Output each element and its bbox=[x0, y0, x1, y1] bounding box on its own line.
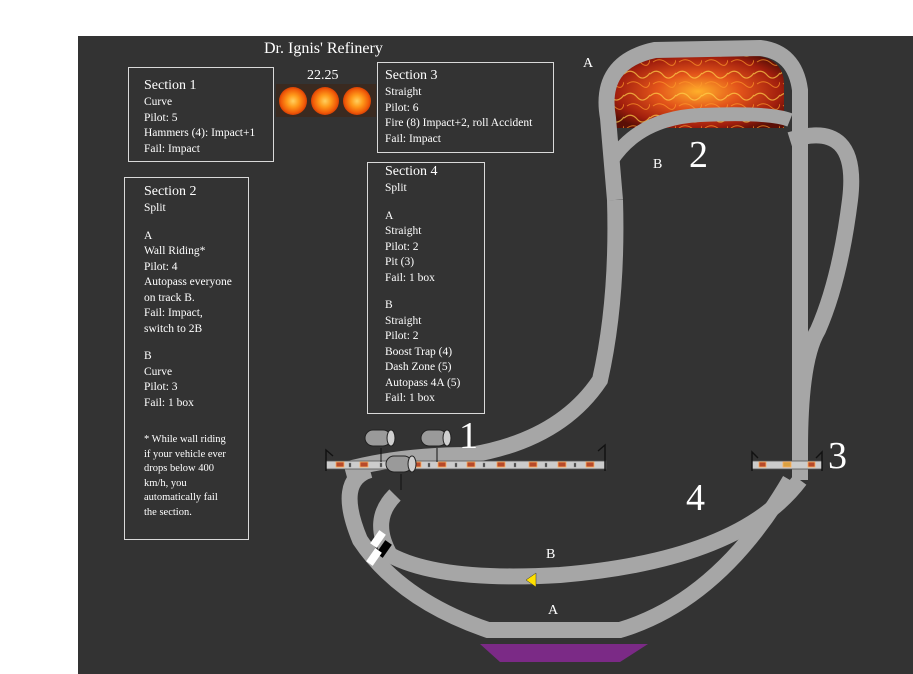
section-1-line: Pilot: 5 bbox=[144, 111, 178, 124]
timer-display: 22.25 bbox=[307, 68, 339, 83]
hammers bbox=[364, 429, 452, 490]
section-2-footnote: the section. bbox=[144, 506, 192, 518]
fire-rail bbox=[751, 450, 823, 471]
section-2a-line: switch to 2B bbox=[144, 322, 203, 335]
section-2a-line: Pilot: 4 bbox=[144, 260, 178, 273]
section-2b-line: Pilot: 3 bbox=[144, 381, 178, 393]
fire-icon bbox=[279, 87, 307, 115]
section-number-4: 4 bbox=[686, 477, 705, 519]
section-4a-line: Pit (3) bbox=[385, 256, 415, 268]
section-4b-line: Dash Zone (5) bbox=[385, 361, 452, 373]
track-section-2a bbox=[598, 39, 808, 450]
section-2-footnote: automatically fail bbox=[144, 492, 218, 503]
section-2b-label: B bbox=[144, 350, 152, 362]
section-4b-line: Straight bbox=[385, 314, 422, 327]
section-3-heading: Section 3 bbox=[385, 68, 438, 83]
section-2-footnote: * While wall riding bbox=[144, 434, 226, 445]
section-2a-label: A bbox=[144, 229, 153, 242]
section-2-card: Section 2 Split A Wall Riding* Pilot: 4 … bbox=[124, 177, 249, 540]
section-2-footnote: km/h, you bbox=[144, 477, 187, 489]
section-2b-line: Curve bbox=[144, 365, 173, 378]
section-4b-line: Autopass 4A (5) bbox=[385, 376, 461, 389]
section-number-2: 2 bbox=[689, 134, 708, 176]
fire-icon bbox=[311, 87, 339, 115]
track-section-4a bbox=[341, 462, 797, 638]
section-4b-line: Boost Trap (4) bbox=[385, 345, 453, 358]
section-1-heading: Section 1 bbox=[144, 78, 197, 93]
start-finish-line bbox=[366, 530, 392, 566]
section-3-line: Pilot: 6 bbox=[385, 101, 419, 114]
section-4a-line: Straight bbox=[385, 225, 422, 237]
section-4a-line: Pilot: 2 bbox=[385, 240, 419, 253]
route-label-4a: A bbox=[548, 603, 559, 618]
section-2b-line: Fail: 1 box bbox=[144, 396, 194, 409]
hammer-rail bbox=[325, 443, 607, 471]
pit-zone bbox=[480, 644, 648, 662]
section-4-card: Section 4 Split A Straight Pilot: 2 Pit … bbox=[367, 162, 485, 414]
section-3-line: Fire (8) Impact+2, roll Accident bbox=[385, 117, 533, 129]
section-4-type: Split bbox=[385, 182, 407, 194]
hammer-3 bbox=[385, 455, 417, 490]
boost-trap-marker bbox=[525, 572, 537, 588]
route-label-2a: A bbox=[583, 56, 594, 71]
section-number-3: 3 bbox=[828, 435, 847, 477]
hammer-1 bbox=[364, 429, 396, 462]
fire-hazard-strip bbox=[276, 84, 376, 117]
route-label-4b: B bbox=[546, 547, 556, 562]
section-4b-label: B bbox=[385, 299, 393, 311]
section-2-heading: Section 2 bbox=[144, 184, 197, 199]
section-2-footnote: drops below 400 bbox=[144, 463, 214, 474]
section-2a-line: Fail: Impact, bbox=[144, 307, 203, 319]
section-1-line: Hammers (4): Impact+1 bbox=[144, 127, 256, 139]
track-title: Dr. Ignis' Refinery bbox=[264, 40, 383, 57]
track-section-2b bbox=[606, 107, 793, 165]
section-3-line: Fail: Impact bbox=[385, 132, 441, 145]
section-1-line: Fail: Impact bbox=[144, 142, 200, 155]
hammer-2 bbox=[420, 429, 452, 462]
section-4a-line: Fail: 1 box bbox=[385, 271, 435, 284]
section-4a-label: A bbox=[385, 209, 394, 222]
section-1-line: Curve bbox=[144, 96, 173, 108]
fire-icon bbox=[343, 87, 371, 115]
section-4-heading: Section 4 bbox=[385, 164, 438, 179]
section-number-1: 1 bbox=[459, 415, 478, 457]
track-right-loop bbox=[787, 127, 860, 451]
section-1-card: Section 1 Curve Pilot: 5 Hammers (4): Im… bbox=[128, 67, 274, 162]
section-2a-line: Autopass everyone bbox=[144, 276, 232, 288]
section-2a-line: on track B. bbox=[144, 291, 195, 304]
section-2-footnote: if your vehicle ever bbox=[144, 448, 226, 460]
section-4b-line: Pilot: 2 bbox=[385, 330, 419, 342]
section-2-type: Split bbox=[144, 202, 166, 214]
section-2a-line: Wall Riding* bbox=[144, 245, 206, 257]
section-4b-line: Fail: 1 box bbox=[385, 392, 435, 404]
route-label-2b: B bbox=[653, 157, 663, 172]
section-3-line: Straight bbox=[385, 86, 422, 98]
section-3-card: Section 3 Straight Pilot: 6 Fire (8) Imp… bbox=[377, 62, 554, 153]
